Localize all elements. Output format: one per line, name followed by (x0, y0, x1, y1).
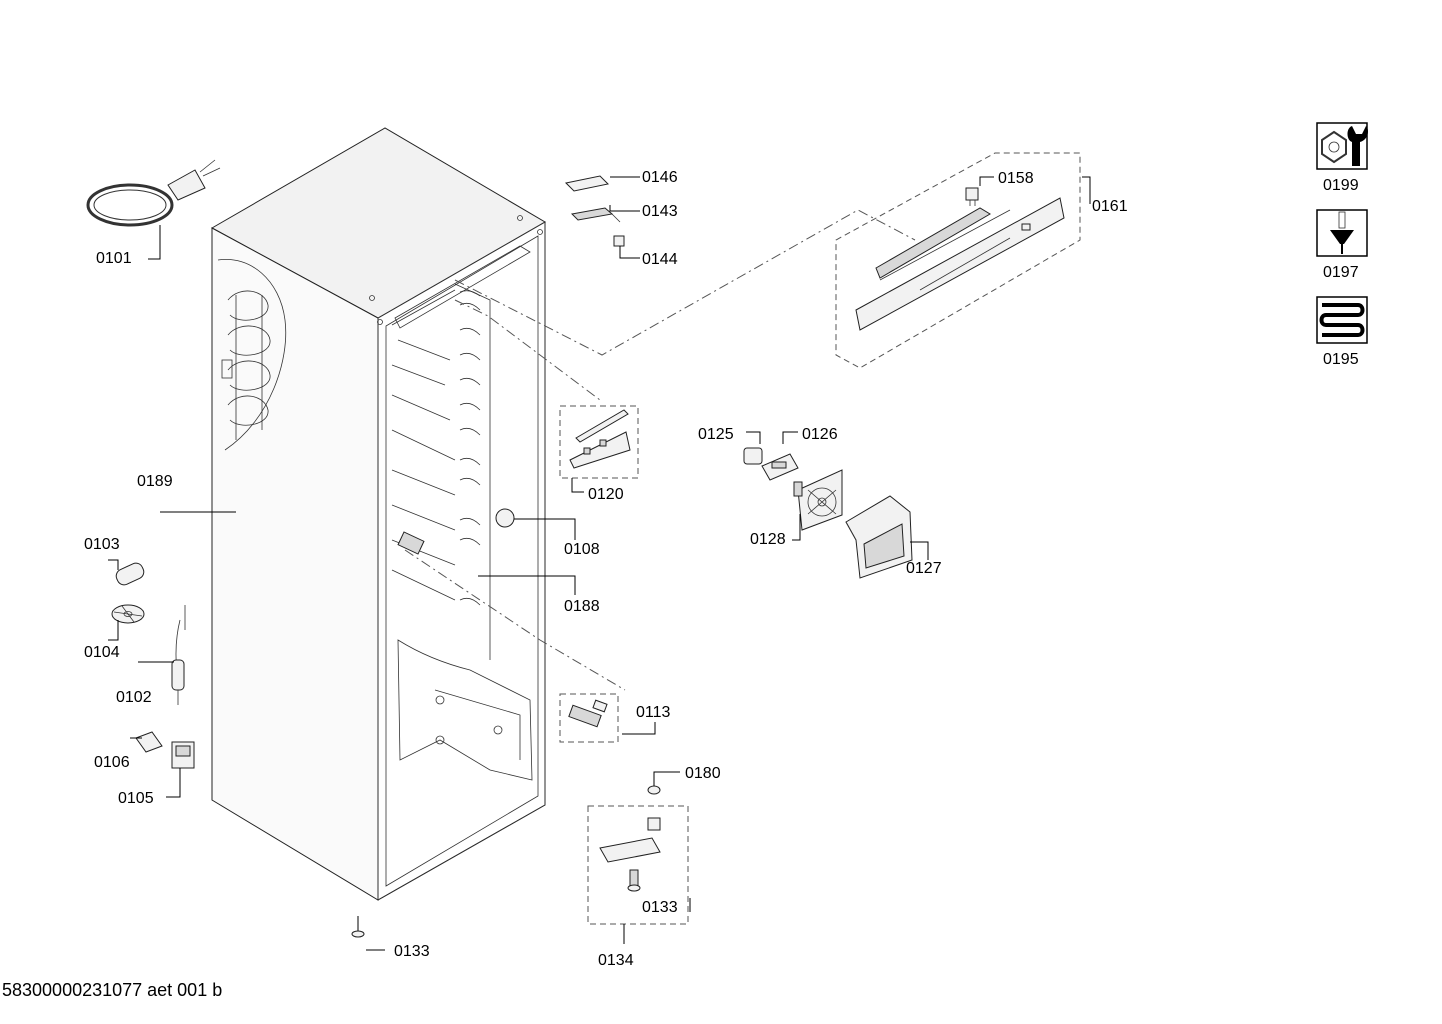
power-cable-0101[interactable] (86, 159, 221, 227)
capacitor-0103[interactable] (114, 561, 146, 587)
callout-0128: 0128 (750, 531, 786, 548)
callout-0101: 0101 (96, 250, 132, 267)
light-module-group-0120[interactable] (559, 405, 639, 479)
callout-0102: 0102 (116, 689, 152, 706)
sensor-0102[interactable] (171, 605, 186, 705)
light-switch-group-0113[interactable] (559, 693, 619, 743)
legend-label-0195: 0195 (1323, 351, 1359, 368)
thermostat-0105[interactable] (171, 741, 195, 769)
nut-0144[interactable] (613, 235, 625, 247)
cover-0146[interactable] (564, 175, 610, 192)
heating-coil-icon[interactable] (1316, 296, 1368, 344)
cabinet-0189[interactable] (210, 127, 546, 901)
callout-0105: 0105 (118, 790, 154, 807)
cover-0125[interactable] (743, 447, 763, 465)
legend-label-0199: 0199 (1323, 177, 1359, 194)
legend-label-0197: 0197 (1323, 264, 1359, 281)
callout-0144: 0144 (642, 251, 678, 268)
callout-0189: 0189 (137, 473, 173, 490)
callout-0126: 0126 (802, 426, 838, 443)
callout-0180: 0180 (685, 765, 721, 782)
callout-0158: 0158 (998, 170, 1034, 187)
callout-0127: 0127 (906, 560, 942, 577)
callout-0133-main: 0133 (394, 943, 430, 960)
holder-0126[interactable] (761, 453, 799, 481)
hinge-kit-0134[interactable] (587, 805, 689, 925)
wrench-nut-icon[interactable] (1316, 122, 1368, 170)
switch-0158[interactable] (965, 187, 979, 206)
callout-0134: 0134 (598, 952, 634, 969)
callout-0106: 0106 (94, 754, 130, 771)
pad-0106[interactable] (135, 731, 163, 753)
callout-0125: 0125 (698, 426, 734, 443)
document-id: 58300000231077 aet 001 b (2, 980, 223, 1000)
foot-0180[interactable] (647, 785, 661, 795)
callout-0104: 0104 (84, 644, 120, 661)
callout-0188: 0188 (564, 598, 600, 615)
control-panel-group-0161[interactable] (835, 152, 1081, 369)
callout-0143: 0143 (642, 203, 678, 220)
fan-cover-0127[interactable] (845, 495, 913, 579)
callout-0113: 0113 (636, 704, 671, 721)
callout-0146: 0146 (642, 169, 678, 186)
leader-lines (108, 176, 1091, 951)
callout-0120: 0120 (588, 486, 624, 503)
callout-0161: 0161 (1092, 198, 1128, 215)
fan-motor-0128[interactable] (793, 469, 843, 531)
screw-0133[interactable] (351, 916, 365, 938)
bracket-0143[interactable] (570, 207, 621, 223)
screw-icon[interactable] (1316, 209, 1368, 257)
callout-0103: 0103 (84, 536, 120, 553)
callout-0133-kit: 0133 (642, 899, 678, 916)
fan-wheel-0104[interactable] (111, 604, 145, 624)
callout-0108: 0108 (564, 541, 600, 558)
